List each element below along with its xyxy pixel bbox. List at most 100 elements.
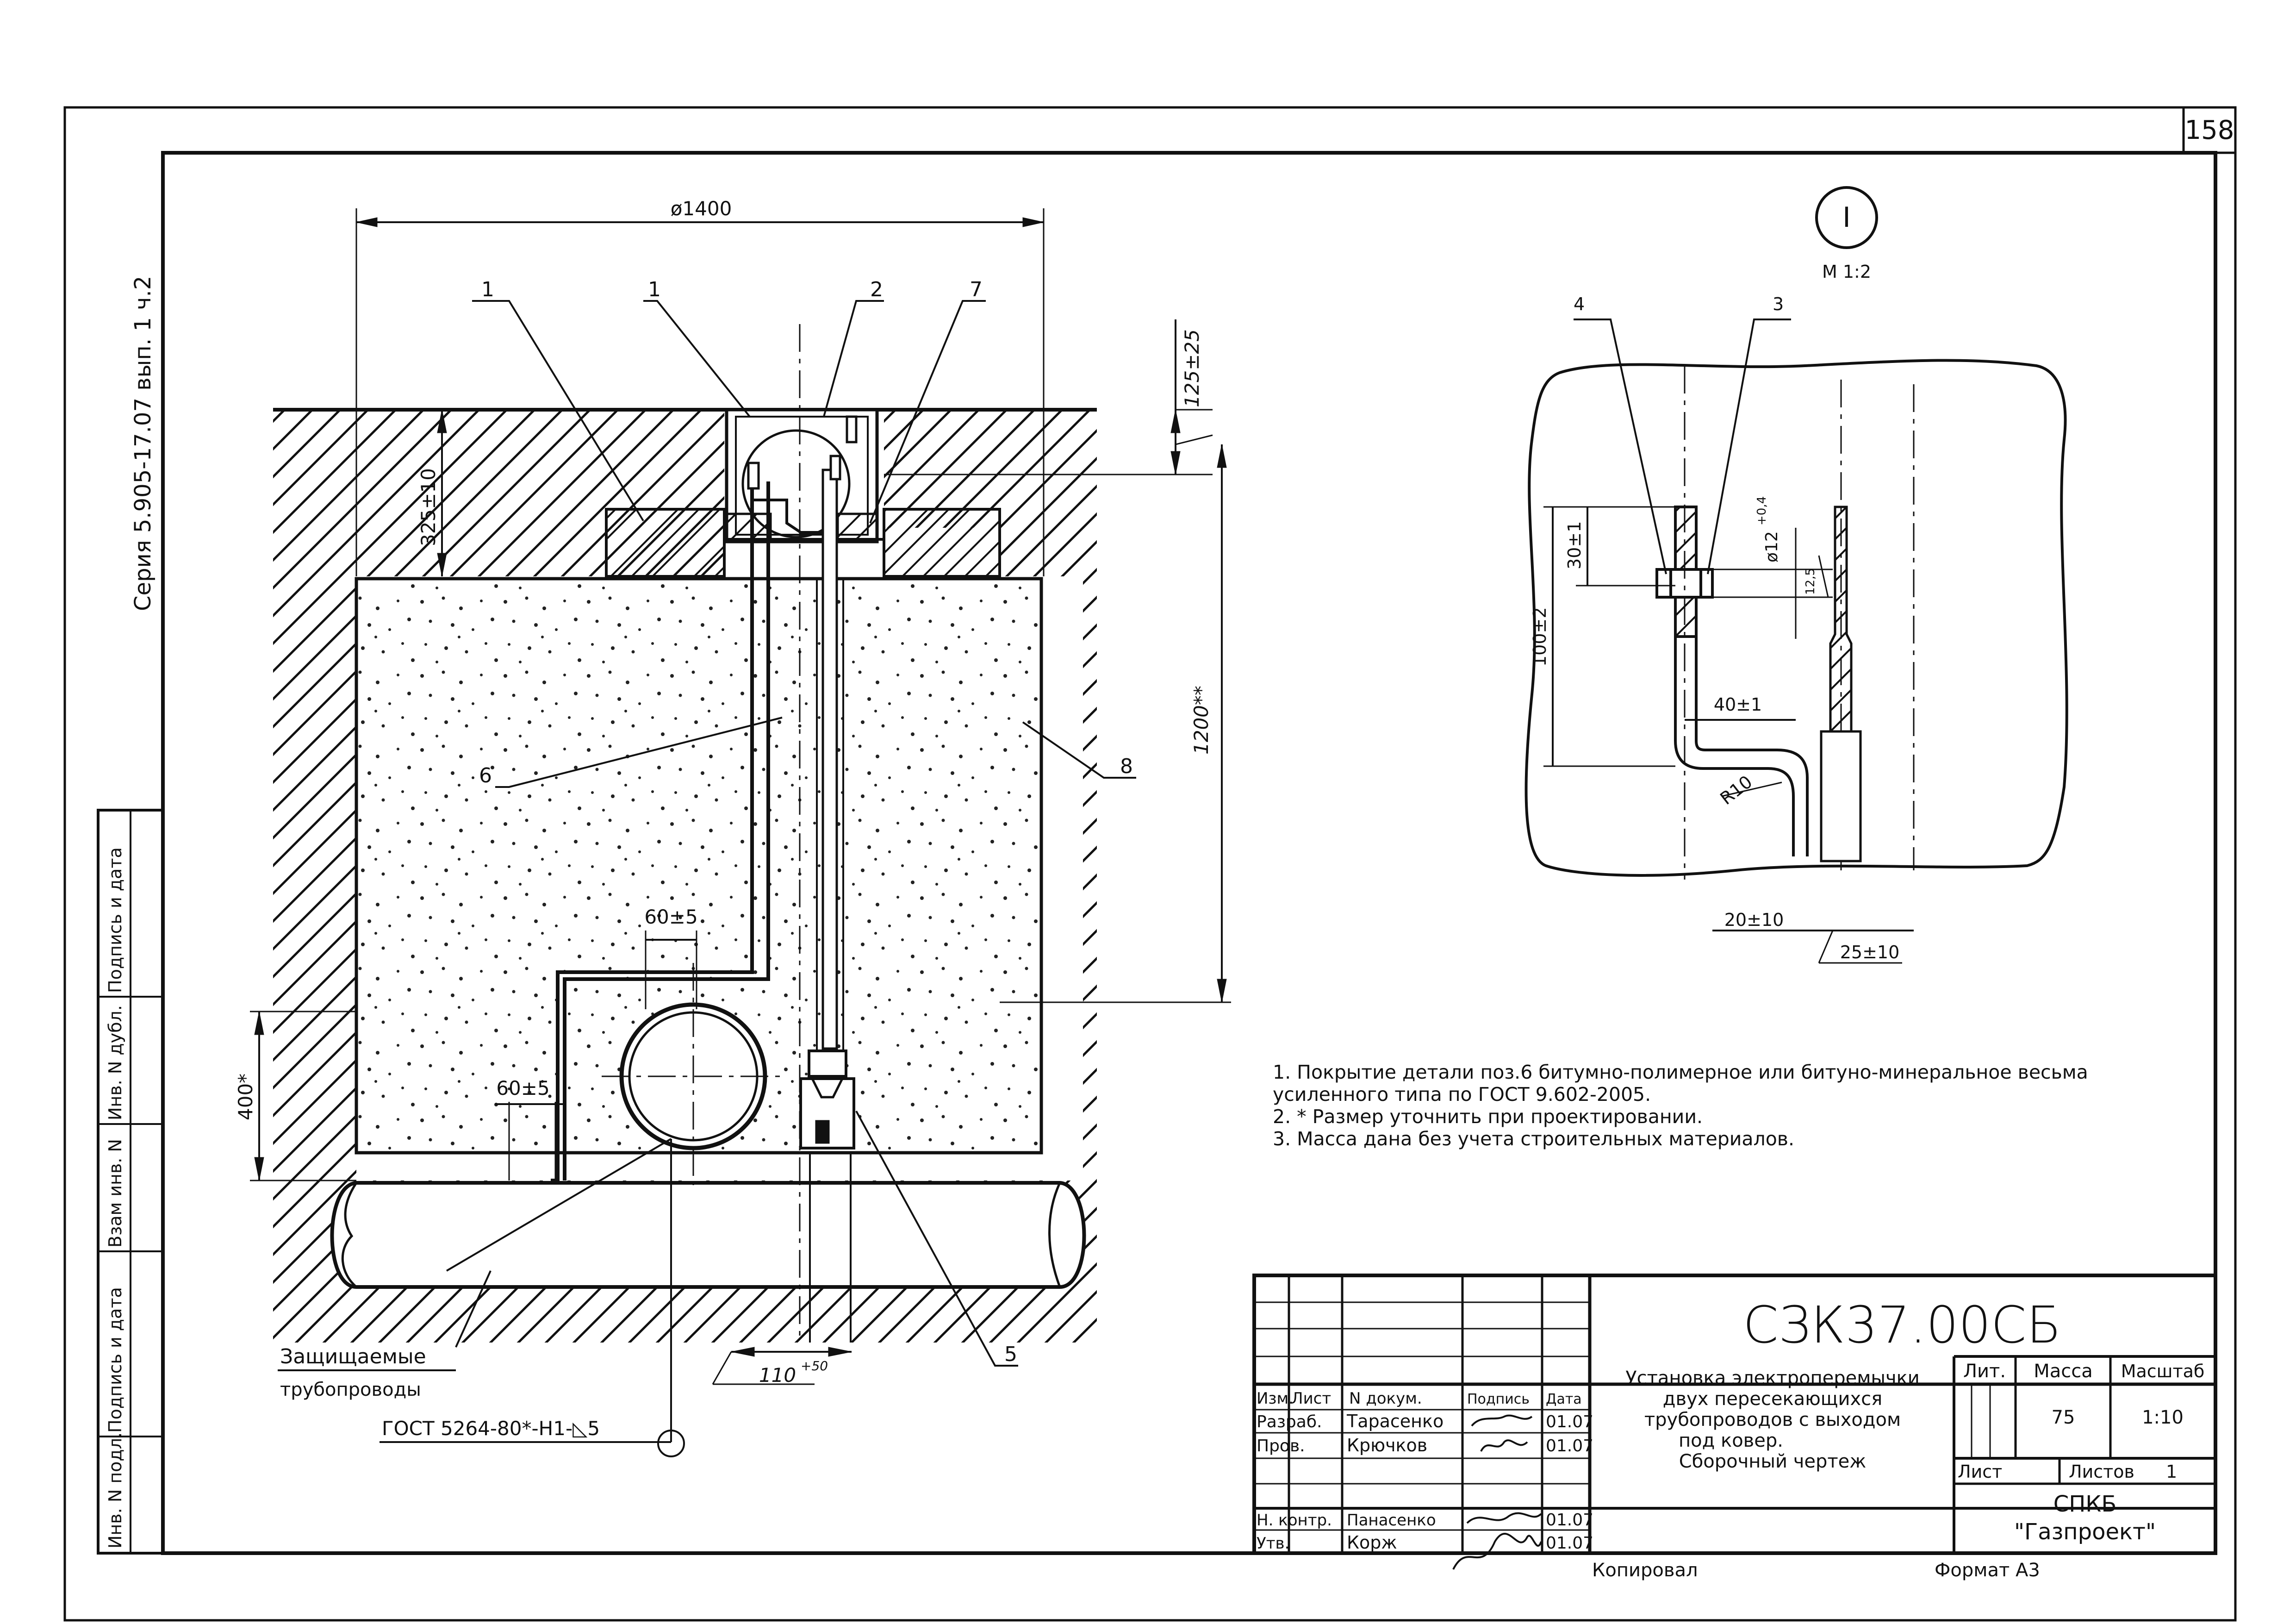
series-label: Серия 5.905-17.07 вып. 1 ч.2: [130, 276, 156, 611]
dim-diameter: [355, 208, 1045, 576]
callout-2: 2: [870, 278, 883, 301]
detail-marker: I: [1842, 201, 1851, 234]
title-line-1: Установка электроперемычки: [1625, 1368, 1920, 1389]
sheet-label: Лист: [1958, 1462, 2002, 1482]
dim-60-upper-label: 60±5: [644, 906, 697, 928]
protected-label-line2: трубопроводы: [280, 1379, 421, 1400]
dim-60-lower: [495, 1102, 565, 1181]
signature-scribbles: [1452, 1414, 1542, 1570]
dim-110-tol: +50: [801, 1358, 828, 1374]
scale-label: Масштаб: [2121, 1361, 2205, 1381]
mass-value: 75: [2052, 1407, 2075, 1428]
org-line-2: "Газпроект": [2014, 1519, 2156, 1545]
title-line-3: трубопроводов с выходом: [1644, 1409, 1901, 1430]
detail-dim-r10: R10: [1716, 771, 1756, 809]
outer-frame: [63, 106, 2237, 1622]
designation: СЗК37.00СБ: [1743, 1295, 2061, 1355]
concrete-ring-left: [605, 508, 726, 578]
callout-1a: 1: [481, 278, 494, 301]
dim-1200: [1000, 444, 1231, 1003]
side-stamp-inv-podl: Инв. N подл.: [105, 1432, 125, 1549]
role-approved: Утв.: [1257, 1534, 1289, 1553]
col-header-list: Лист: [1291, 1389, 1331, 1408]
weld-note: ГОСТ 5264-80*-Н1-◺5: [382, 1417, 600, 1440]
col-header-date: Дата: [1546, 1391, 1582, 1407]
callout-8: 8: [1120, 755, 1133, 778]
dim-110: [712, 1347, 852, 1385]
callout-7: 7: [970, 278, 983, 301]
detail-dim-diam12: ø12: [1762, 531, 1781, 562]
detail-view: I М 1:2 4 3: [1524, 186, 2068, 964]
title-line-2: двух пересекающихся: [1663, 1388, 1882, 1410]
bolts: [747, 415, 858, 490]
org-line-1: СПКБ: [2053, 1491, 2117, 1517]
dim-325: [437, 409, 447, 577]
mass-label: Масса: [2034, 1361, 2093, 1382]
protected-label-line1: Защищаемые: [280, 1345, 426, 1368]
dim-325-label: 325±10: [417, 468, 440, 546]
role-checker: Пров.: [1257, 1437, 1305, 1455]
detail-circle: [741, 429, 851, 538]
dim-1200-label: 1200**: [1190, 686, 1213, 755]
dim-diameter-label: ø1400: [671, 197, 732, 220]
side-stamp: Инв. N подл. Подпись и дата Взам инв. N …: [97, 809, 164, 1555]
detail-dim-40: 40±1: [1714, 694, 1762, 715]
detail-boundary: [1524, 359, 2068, 877]
dim-110-label: 110: [759, 1364, 796, 1387]
title-line-5: Сборочный чертеж: [1679, 1451, 1867, 1472]
dim-60-lower-label: 60±5: [496, 1077, 549, 1099]
side-stamp-vzam-inv: Взам инв. N: [105, 1139, 125, 1248]
date-approved: 01.07: [1546, 1534, 1593, 1553]
footer-format: Формат А3: [1935, 1560, 2040, 1581]
detail-dim-125: 12,5: [1804, 568, 1817, 595]
protected-pipeline: [330, 1181, 1086, 1289]
callout-leaders: [446, 300, 1136, 1367]
detail-dim-30: 30±1: [1564, 521, 1585, 569]
detail-dim-20: 20±10: [1724, 910, 1784, 930]
name-checker: Крючков: [1347, 1435, 1427, 1455]
col-header-doc: N докум.: [1349, 1389, 1422, 1408]
detail-dim-25: 25±10: [1840, 942, 1900, 962]
footer-copied: Копировал: [1592, 1560, 1698, 1581]
lit-label: Лит.: [1963, 1361, 2006, 1382]
detail-callout-3: 3: [1773, 294, 1784, 314]
side-stamp-inv-dubl: Инв. N дубл.: [105, 1005, 125, 1120]
name-approved: Корж: [1347, 1532, 1397, 1553]
detail-callout-4: 4: [1574, 294, 1585, 314]
note-line-3: 2. * Размер уточнить при проектировании.: [1273, 1106, 1703, 1128]
detail-marker-circle: [1815, 186, 1878, 249]
sheets-value: 1: [2166, 1462, 2177, 1482]
side-stamp-sign-date-2: Подпись и дата: [105, 847, 125, 993]
name-developer: Тарасенко: [1346, 1411, 1444, 1431]
concrete-ring-right: [883, 508, 1001, 578]
date-checker: 01.07: [1546, 1437, 1593, 1455]
callout-6: 6: [479, 764, 492, 787]
sheet-number-box: [2182, 106, 2237, 154]
dim-cover-depth-label: 125±25: [1181, 329, 1203, 407]
detail-dim-100: 100±2: [1530, 607, 1550, 667]
detail-scale: М 1:2: [1822, 262, 1871, 282]
title-line-4: под ковер.: [1679, 1430, 1783, 1451]
date-developer: 01.07: [1546, 1412, 1593, 1431]
role-developer: Разраб.: [1257, 1412, 1322, 1431]
note-line-2: усиленного типа по ГОСТ 9.602-2005.: [1273, 1083, 1651, 1106]
note-line-4: 3. Масса дана без учета строительных мат…: [1273, 1128, 1794, 1150]
dim-400: [250, 1011, 356, 1181]
dim-400-label: 400*: [234, 1074, 257, 1120]
col-header-izm: Изм.: [1257, 1389, 1294, 1408]
sheets-label: Листов: [2069, 1462, 2134, 1482]
main-section-view: ø1400 125±25 325±10 1200**: [234, 197, 1231, 1457]
side-stamp-sign-date-1: Подпись и дата: [105, 1287, 125, 1433]
title-block: [1252, 1274, 2217, 1555]
notes: 1. Покрытие детали поз.6 битумно-полимер…: [1273, 1061, 2088, 1150]
note-line-1: 1. Покрытие детали поз.6 битумно-полимер…: [1273, 1061, 2088, 1083]
scale-value: 1:10: [2142, 1407, 2184, 1428]
sheet-number: 158: [2185, 115, 2234, 145]
role-normcontrol: Н. контр.: [1257, 1511, 1332, 1530]
name-normcontrol: Панасенко: [1347, 1511, 1436, 1530]
dim-cover-depth: [884, 319, 1213, 475]
callout-5: 5: [1004, 1343, 1017, 1366]
date-normcontrol: 01.07: [1546, 1511, 1593, 1530]
col-header-sign: Подпись: [1467, 1391, 1530, 1407]
